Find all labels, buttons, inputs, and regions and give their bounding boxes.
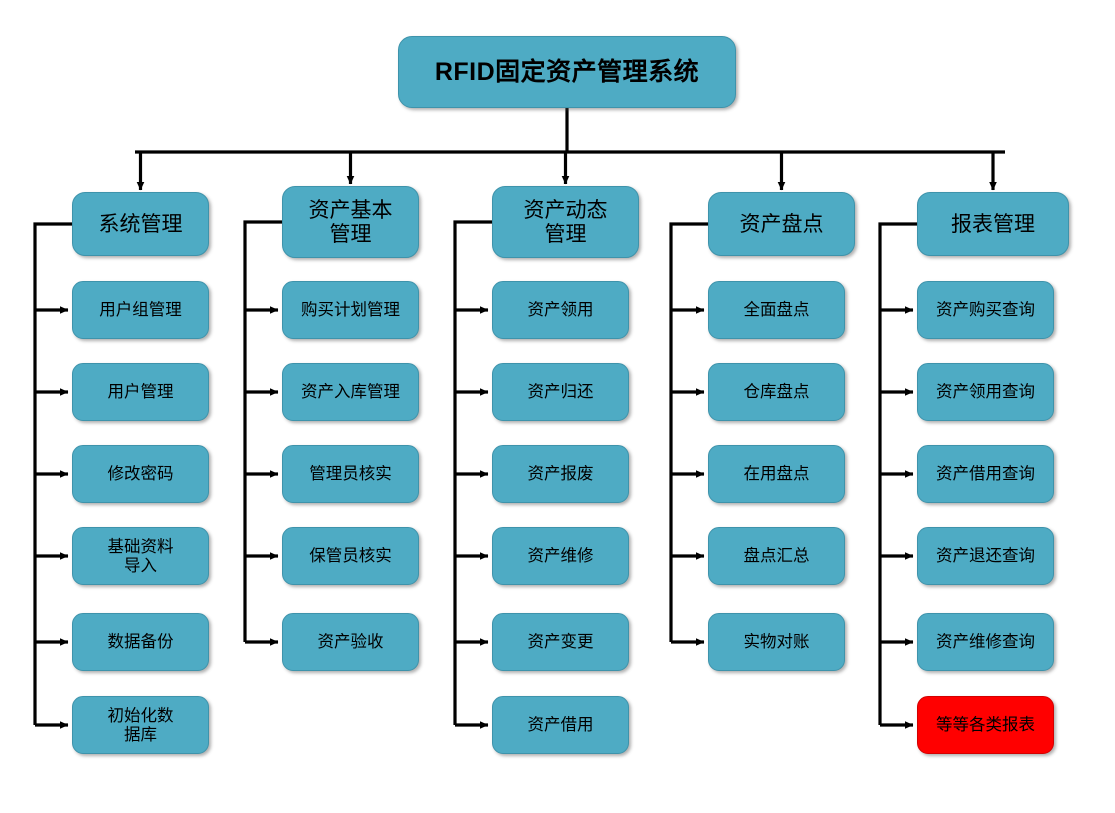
item-report-management-5[interactable]: 资产维修查询 <box>917 613 1054 671</box>
item-system-management-5[interactable]: 数据备份 <box>72 613 209 671</box>
node-label: 保管员核实 <box>309 546 392 566</box>
item-asset-dynamic-management-1[interactable]: 资产领用 <box>492 281 629 339</box>
node-label: 资产领用查询 <box>936 382 1035 402</box>
node-label: 修改密码 <box>107 464 174 484</box>
node-label: 实物对账 <box>743 632 810 652</box>
node-label: 资产验收 <box>317 632 384 652</box>
item-report-management-2[interactable]: 资产领用查询 <box>917 363 1054 421</box>
item-asset-dynamic-management-6[interactable]: 资产借用 <box>492 696 629 754</box>
node-label: 数据备份 <box>107 632 174 652</box>
item-asset-inventory-5[interactable]: 实物对账 <box>708 613 845 671</box>
item-report-management-6[interactable]: 等等各类报表 <box>917 696 1054 754</box>
node-label: 报表管理 <box>951 211 1035 236</box>
column-header-asset-basic-management[interactable]: 资产基本管理 <box>282 186 419 258</box>
node-label: 资产基本管理 <box>308 197 393 246</box>
root-node[interactable]: RFID固定资产管理系统 <box>398 36 736 108</box>
node-label: RFID固定资产管理系统 <box>434 57 700 86</box>
node-label: 用户管理 <box>107 382 174 402</box>
item-system-management-3[interactable]: 修改密码 <box>72 445 209 503</box>
item-report-management-1[interactable]: 资产购买查询 <box>917 281 1054 339</box>
item-system-management-1[interactable]: 用户组管理 <box>72 281 209 339</box>
node-label: 资产退还查询 <box>936 546 1035 566</box>
item-asset-dynamic-management-3[interactable]: 资产报废 <box>492 445 629 503</box>
item-asset-inventory-3[interactable]: 在用盘点 <box>708 445 845 503</box>
column-header-asset-inventory[interactable]: 资产盘点 <box>708 192 855 256</box>
node-label: 资产购买查询 <box>936 300 1035 320</box>
item-asset-basic-management-5[interactable]: 资产验收 <box>282 613 419 671</box>
item-system-management-6[interactable]: 初始化数据库 <box>72 696 209 754</box>
node-label: 等等各类报表 <box>936 715 1035 735</box>
node-label: 购买计划管理 <box>301 300 400 320</box>
item-system-management-4[interactable]: 基础资料导入 <box>72 527 209 585</box>
item-asset-dynamic-management-5[interactable]: 资产变更 <box>492 613 629 671</box>
column-header-report-management[interactable]: 报表管理 <box>917 192 1069 256</box>
item-asset-basic-management-3[interactable]: 管理员核实 <box>282 445 419 503</box>
node-label: 资产盘点 <box>739 211 824 236</box>
node-label: 初始化数据库 <box>107 705 174 744</box>
node-label: 资产变更 <box>527 632 594 652</box>
node-label: 资产维修 <box>527 546 594 566</box>
node-label: 管理员核实 <box>309 464 392 484</box>
node-label: 资产借用 <box>527 715 594 735</box>
node-label: 资产归还 <box>527 382 594 402</box>
item-report-management-4[interactable]: 资产退还查询 <box>917 527 1054 585</box>
node-label: 资产借用查询 <box>936 464 1035 484</box>
item-asset-inventory-1[interactable]: 全面盘点 <box>708 281 845 339</box>
item-asset-inventory-4[interactable]: 盘点汇总 <box>708 527 845 585</box>
item-asset-inventory-2[interactable]: 仓库盘点 <box>708 363 845 421</box>
node-label: 用户组管理 <box>99 300 182 320</box>
item-asset-basic-management-1[interactable]: 购买计划管理 <box>282 281 419 339</box>
node-label: 资产报废 <box>527 464 594 484</box>
item-system-management-2[interactable]: 用户管理 <box>72 363 209 421</box>
node-label: 仓库盘点 <box>743 382 810 402</box>
node-label: 基础资料导入 <box>107 536 174 575</box>
node-label: 盘点汇总 <box>743 546 810 566</box>
item-asset-basic-management-2[interactable]: 资产入库管理 <box>282 363 419 421</box>
item-asset-basic-management-4[interactable]: 保管员核实 <box>282 527 419 585</box>
column-header-system-management[interactable]: 系统管理 <box>72 192 209 256</box>
item-report-management-3[interactable]: 资产借用查询 <box>917 445 1054 503</box>
node-label: 资产领用 <box>527 300 594 320</box>
column-header-asset-dynamic-management[interactable]: 资产动态管理 <box>492 186 639 258</box>
item-asset-dynamic-management-2[interactable]: 资产归还 <box>492 363 629 421</box>
node-label: 全面盘点 <box>743 300 810 320</box>
node-label: 在用盘点 <box>743 464 810 484</box>
node-label: 资产动态管理 <box>523 197 608 246</box>
node-label: 系统管理 <box>98 211 183 236</box>
node-label: 资产入库管理 <box>301 382 400 402</box>
item-asset-dynamic-management-4[interactable]: 资产维修 <box>492 527 629 585</box>
node-label: 资产维修查询 <box>936 632 1035 652</box>
